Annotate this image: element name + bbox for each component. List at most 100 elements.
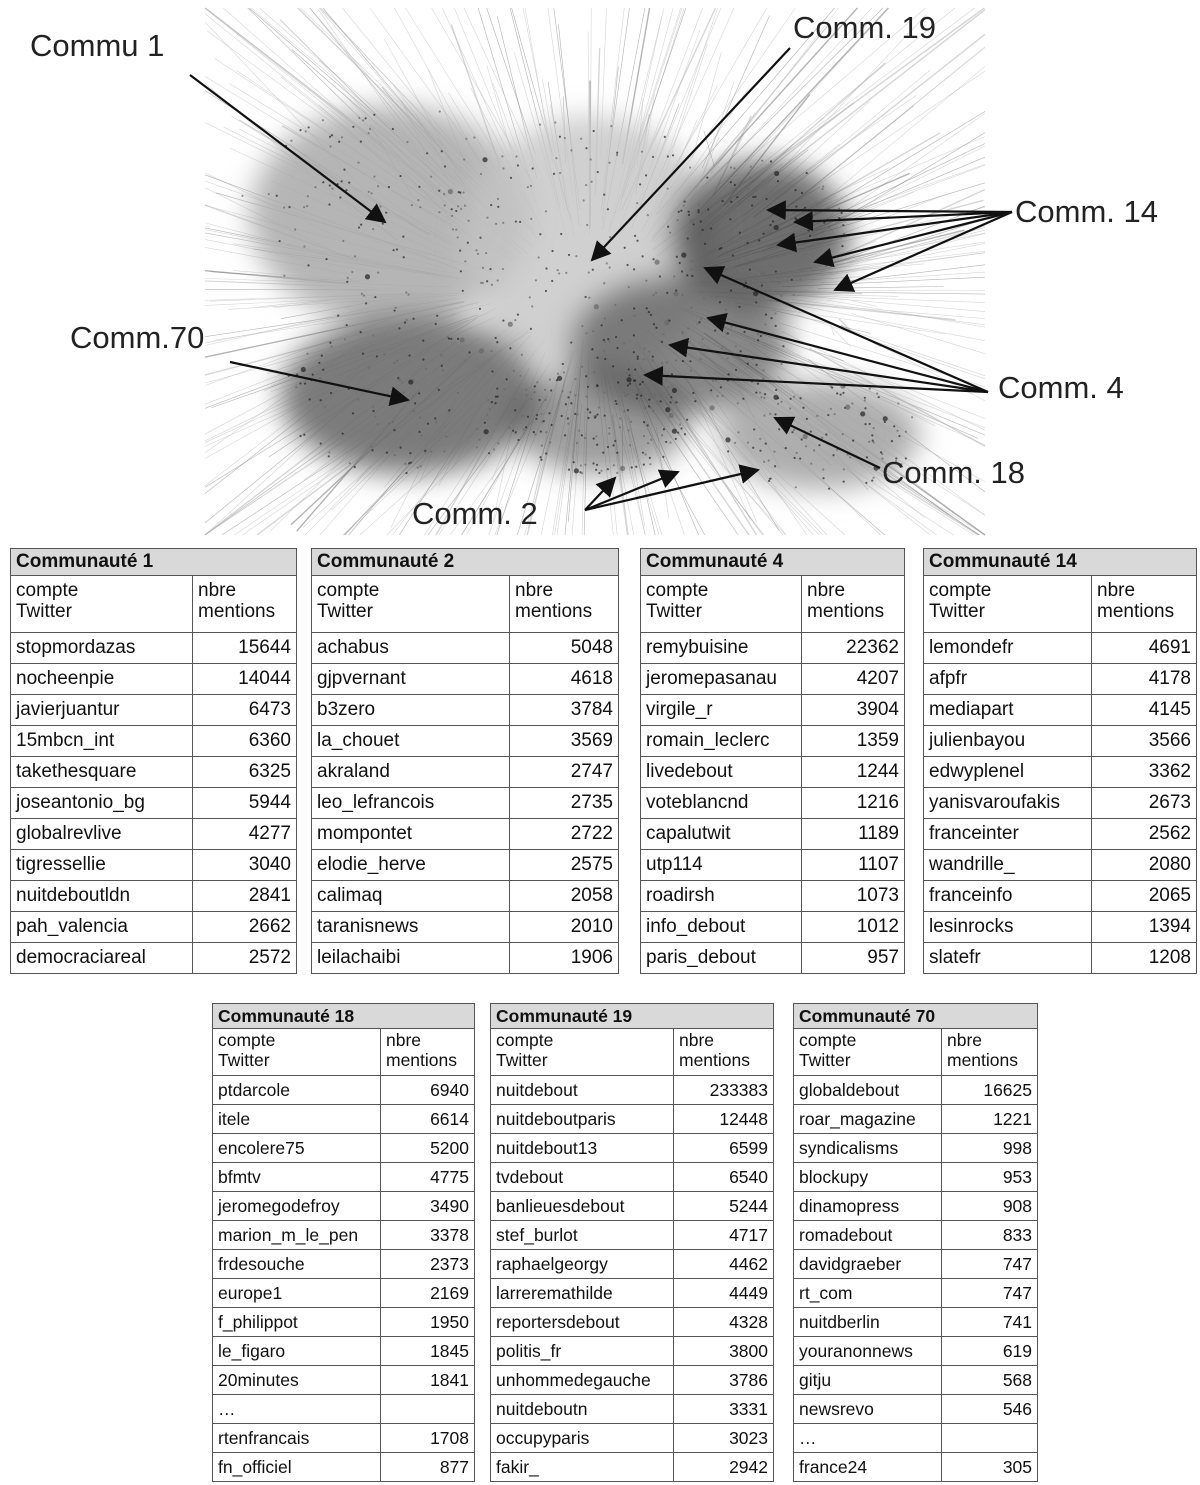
graph-node [490,283,494,286]
table-row: … [793,1423,1039,1453]
mentions-cell: 3362 [1091,756,1197,788]
graph-node [585,147,588,150]
graph-node [515,155,518,158]
graph-node [671,428,677,434]
graph-node [539,430,542,433]
table-row: fakir_2942 [490,1452,775,1482]
graph-node [569,391,572,394]
graph-node [627,368,630,371]
graph-node [665,407,671,413]
mentions-cell: 833 [940,1220,1039,1250]
graph-node [589,158,592,161]
graph-node [717,236,720,239]
graph-node [430,175,433,178]
graph-node [488,408,491,411]
graph-node [614,335,618,339]
graph-node [538,123,542,126]
graph-node [863,396,866,399]
arrow-comm18 [773,416,881,469]
graph-node [360,223,363,226]
mentions-cell [940,1423,1039,1453]
graph-node [669,231,672,234]
graph-node [306,205,309,208]
graph-node [391,421,394,424]
graph-node [739,350,742,353]
graph-node [551,279,554,283]
graph-node [763,414,766,417]
graph-node [475,249,478,252]
graph-node [628,374,631,377]
graph-node [789,233,792,236]
account-cell: romain_leclerc [640,725,802,757]
graph-node [600,324,603,327]
graph-node [872,427,875,430]
graph-node [551,249,554,253]
graph-node [733,167,736,170]
label-comm70: Comm.70 [70,320,205,355]
graph-node [525,388,528,391]
graph-node [295,386,298,389]
graph-node [303,382,307,385]
graph-node [777,281,780,284]
graph-node [758,391,762,394]
graph-node [616,471,619,474]
graph-node [406,140,409,144]
graph-node [652,410,655,413]
graph-node [463,204,467,207]
graph-node [764,323,767,326]
mentions-cell: 2735 [509,787,619,819]
graph-node [666,402,669,405]
graph-node [539,233,542,236]
graph-node [501,155,504,158]
graph-node [422,358,425,361]
graph-node [688,166,692,169]
graph-node [793,456,796,460]
graph-node [532,431,535,434]
graph-node [753,428,756,431]
graph-node [719,386,722,389]
graph-node [361,352,365,355]
graph-node [409,461,412,464]
graph-node [893,425,896,428]
account-cell: … [793,1423,942,1453]
mentions-cell: 741 [940,1307,1039,1337]
mentions-cell: 3490 [379,1191,476,1221]
graph-node [556,372,560,375]
graph-node [565,271,568,274]
mentions-cell: 2373 [379,1249,476,1279]
graph-edge [820,233,986,273]
graph-node [699,220,702,223]
account-cell: achabus [311,632,510,664]
graph-node [775,388,778,392]
arrow-comm14-b [793,210,1013,232]
graph-node [434,322,437,326]
graph-node [763,460,766,463]
graph-node [422,339,425,342]
graph-node [468,351,471,354]
graph-node [392,249,395,252]
account-cell: youranonnews [793,1336,942,1366]
graph-node [702,297,706,300]
graph-node [626,377,632,383]
graph-node [323,406,327,409]
graph-node [522,428,525,431]
graph-node [626,384,630,387]
label-comm4: Comm. 4 [998,370,1124,405]
graph-node [687,210,690,213]
graph-node [596,384,599,388]
graph-node [670,396,673,399]
account-cell: globaldebout [793,1075,942,1105]
graph-node [328,203,331,206]
graph-node [739,237,742,240]
graph-node [707,208,710,211]
account-cell: le_figaro [212,1336,381,1366]
